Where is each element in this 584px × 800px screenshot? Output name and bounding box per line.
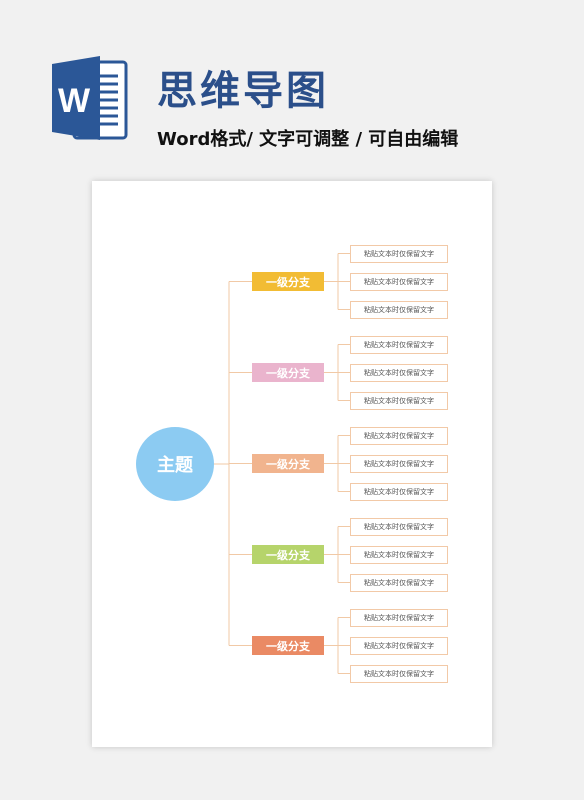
leaf-node[interactable]: 粘贴文本时仅保留文字 (350, 636, 448, 655)
leaf-node[interactable]: 粘贴文本时仅保留文字 (350, 244, 448, 263)
branch-node-2[interactable]: 一级分支 (252, 363, 324, 382)
page-title: 思维导图 (157, 68, 329, 114)
leaf-node[interactable]: 粘贴文本时仅保留文字 (350, 545, 448, 564)
leaf-node[interactable]: 粘贴文本时仅保留文字 (350, 272, 448, 291)
leaf-node[interactable]: 粘贴文本时仅保留文字 (350, 608, 448, 627)
leaf-node[interactable]: 粘贴文本时仅保留文字 (350, 391, 448, 410)
leaf-node[interactable]: 粘贴文本时仅保留文字 (350, 482, 448, 501)
leaf-node[interactable]: 粘贴文本时仅保留文字 (350, 454, 448, 473)
branch-node-4[interactable]: 一级分支 (252, 545, 324, 564)
leaf-node[interactable]: 粘贴文本时仅保留文字 (350, 573, 448, 592)
main-topic-node[interactable]: 主题 (136, 427, 214, 501)
leaf-node[interactable]: 粘贴文本时仅保留文字 (350, 664, 448, 683)
header: W 思维导图 Word格式/ 文字可调整 / 可自由编辑 (0, 0, 584, 170)
page-subtitle: Word格式/ 文字可调整 / 可自由编辑 (157, 129, 459, 150)
logo-letter: W (58, 82, 91, 120)
branch-node-3[interactable]: 一级分支 (252, 454, 324, 473)
leaf-node[interactable]: 粘贴文本时仅保留文字 (350, 363, 448, 382)
leaf-node[interactable]: 粘贴文本时仅保留文字 (350, 426, 448, 445)
branch-node-1[interactable]: 一级分支 (252, 272, 324, 291)
leaf-node[interactable]: 粘贴文本时仅保留文字 (350, 300, 448, 319)
leaf-node[interactable]: 粘贴文本时仅保留文字 (350, 335, 448, 354)
word-doc-icon: W (52, 56, 128, 140)
branch-node-5[interactable]: 一级分支 (252, 636, 324, 655)
leaf-node[interactable]: 粘贴文本时仅保留文字 (350, 517, 448, 536)
